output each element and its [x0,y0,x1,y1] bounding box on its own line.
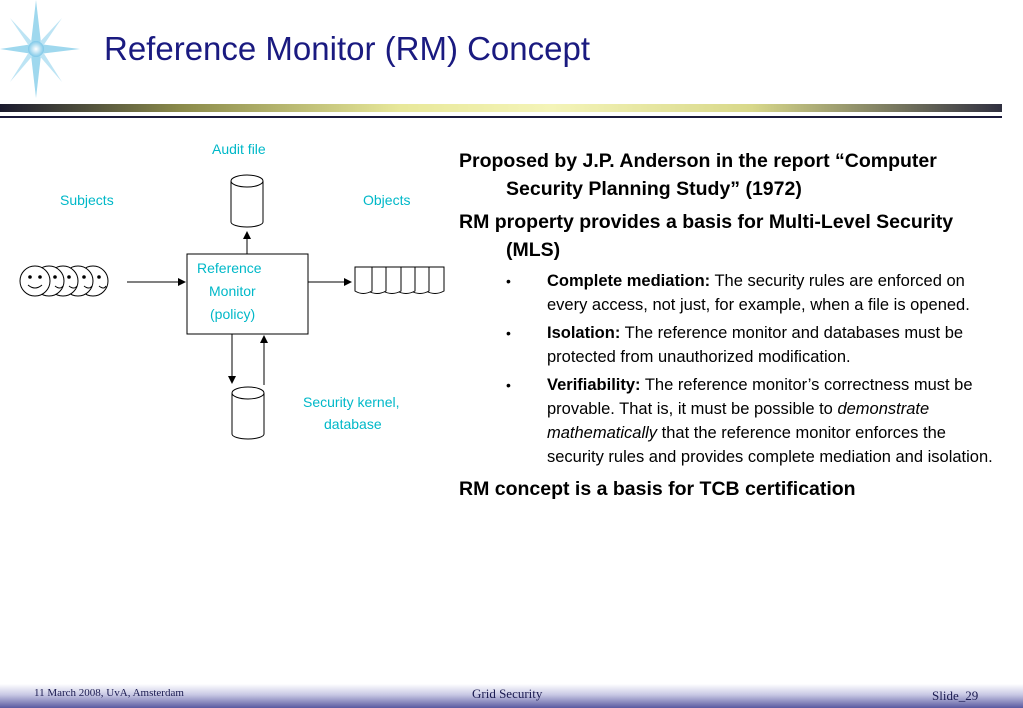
kernel-label-line2: database [324,416,382,432]
footer-date: 11 March 2008, UvA, Amsterdam [34,687,184,699]
property-verifiability: • Verifiability: The reference monitor’s… [459,373,999,469]
rm-label-line1: Reference [197,260,262,276]
main-point-mls: RM property provides a basis for Multi-L… [459,211,954,261]
kernel-label-line1: Security kernel, [303,394,400,410]
footer-title: Grid Security [472,686,543,701]
property-text: The reference monitor’s correctness must… [547,376,973,418]
property-emphasis: demonstrate mathematically [547,400,930,442]
property-term: Complete mediation: [547,272,711,290]
property-isolation: • Isolation: The reference monitor and d… [459,321,999,369]
objects-label: Objects [363,192,411,208]
content-column: Proposed by J.P. Anderson in the report … [459,147,999,508]
slide-number: Slide_29 [932,688,979,703]
footer-gradient-band [0,684,1023,708]
audit-file-label: Audit file [212,141,266,157]
subjects-label: Subjects [60,192,114,208]
star-logo-icon [0,0,80,98]
property-text-end: that the reference monitor enforces the … [547,424,993,466]
property-term: Isolation: [547,324,621,342]
bullet-icon: • [506,273,511,289]
audit-file-cylinder-icon [230,174,264,228]
main-point-anderson: Proposed by J.P. Anderson in the report … [459,150,937,200]
slide-title: Reference Monitor (RM) Concept [104,30,591,67]
bullet-icon: • [506,325,511,341]
property-text: The reference monitor and databases must… [547,324,964,366]
property-complete-mediation: • Complete mediation: The security rules… [459,269,999,317]
kernel-database-cylinder-icon [231,386,265,440]
bullet-icon: • [506,377,511,393]
title-rule [0,116,1002,118]
reference-monitor-diagram [19,174,445,440]
rm-label-line3: (policy) [210,306,256,322]
property-term: Verifiability: [547,376,641,394]
main-point-tcb: RM concept is a basis for TCB certificat… [459,478,856,500]
smiley-features [27,275,107,289]
subjects-smiley-icons [19,265,109,297]
objects-documents-icon [354,266,445,294]
reference-monitor-box [186,253,309,335]
title-gradient-band [0,104,1002,112]
rm-properties-list: • Complete mediation: The security rules… [459,269,999,469]
property-text: The security rules are enforced on every… [547,272,970,314]
rm-label-line2: Monitor [209,283,256,299]
